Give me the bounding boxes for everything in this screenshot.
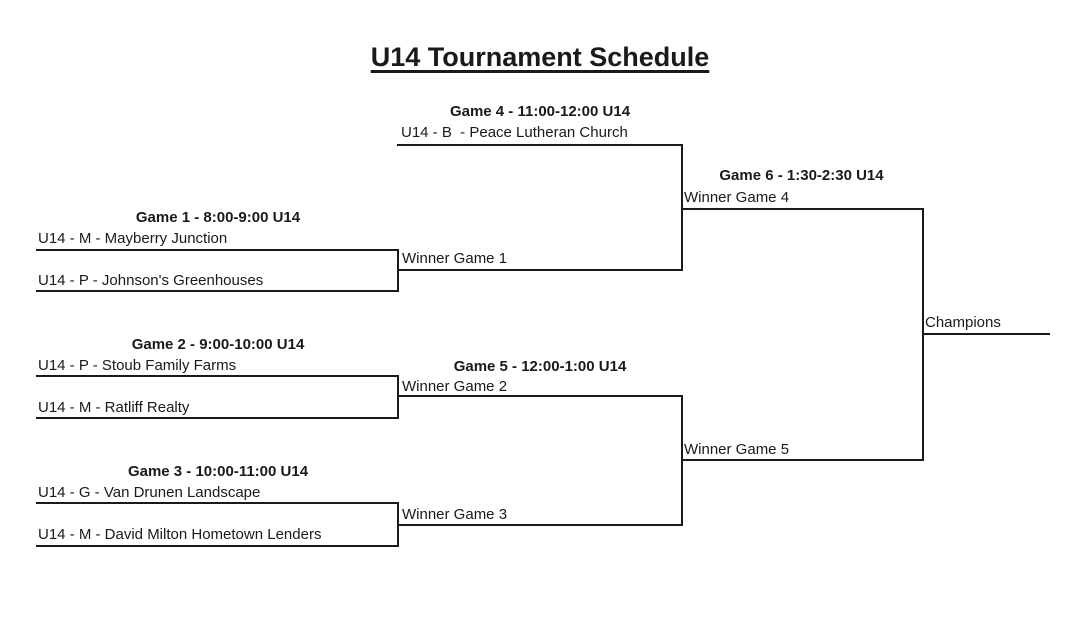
game6-header: Game 6 - 1:30-2:30 U14 xyxy=(719,167,884,184)
game2-team2-line xyxy=(36,417,399,419)
game6-team2-line xyxy=(681,459,924,461)
game2-header: Game 2 - 9:00-10:00 U14 xyxy=(131,336,305,353)
game6-team1-line xyxy=(681,208,924,210)
game1-team1-line xyxy=(36,249,399,251)
game1-team2-line xyxy=(36,290,399,292)
game1-header: Game 1 - 8:00-9:00 U14 xyxy=(135,209,301,226)
game6-team1-label: Winner Game 4 xyxy=(684,189,790,206)
game1-team1-label: U14 - M - Mayberry Junction xyxy=(38,230,228,247)
game5-header: Game 5 - 12:00-1:00 U14 xyxy=(453,358,627,375)
game4-team1-line xyxy=(397,144,683,146)
game3-team2-label: U14 - M - David Milton Hometown Lenders xyxy=(38,526,322,543)
game2-team1-line xyxy=(36,375,399,377)
page-title: U14 Tournament Schedule xyxy=(370,42,710,72)
game4-team2-label: Winner Game 1 xyxy=(402,250,508,267)
game5-team1-label: Winner Game 2 xyxy=(402,378,508,395)
game6-team2-label: Winner Game 5 xyxy=(684,441,790,458)
game5-team1-line xyxy=(397,395,683,397)
game4-connector-line xyxy=(681,144,683,271)
game2-team1-label: U14 - P - Stoub Family Farms xyxy=(38,357,237,374)
game5-team2-line xyxy=(397,524,683,526)
game4-team1-label: U14 - B - Peace Lutheran Church xyxy=(401,124,628,141)
game2-connector-line xyxy=(397,375,399,419)
game3-team2-line xyxy=(36,545,399,547)
game4-team2-line xyxy=(397,269,683,271)
game2-team2-label: U14 - M - Ratliff Realty xyxy=(38,399,190,416)
game3-team1-label: U14 - G - Van Drunen Landscape xyxy=(38,484,261,501)
game3-header: Game 3 - 10:00-11:00 U14 xyxy=(127,463,309,480)
game4-header: Game 4 - 11:00-12:00 U14 xyxy=(449,103,631,120)
game3-team1-line xyxy=(36,502,399,504)
champions-label: Champions xyxy=(925,314,1001,331)
game5-team2-label: Winner Game 3 xyxy=(402,506,508,523)
game1-team2-label: U14 - P - Johnson's Greenhouses xyxy=(38,272,264,289)
champions-line xyxy=(922,333,1050,335)
